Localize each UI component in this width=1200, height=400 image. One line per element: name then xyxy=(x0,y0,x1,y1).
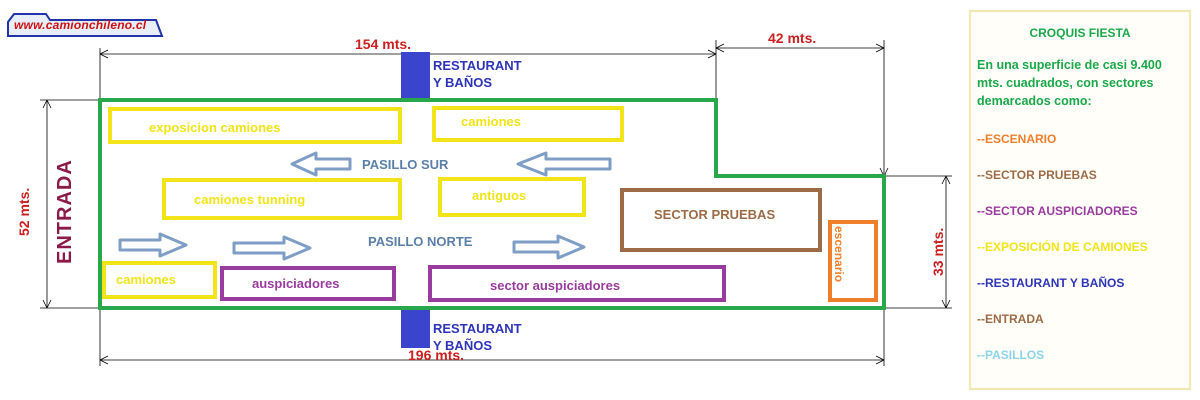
legend-item: --RESTAURANT Y BAÑOS xyxy=(977,276,1125,290)
legend-panel: CROQUIS FIESTA En una superficie de casi… xyxy=(969,10,1191,390)
area-escenario xyxy=(828,220,878,302)
arrow-right-icon xyxy=(232,235,312,261)
panel-title: CROQUIS FIESTA xyxy=(1029,26,1131,40)
restaurant-label-bottom: RESTAURANT Y BAÑOS xyxy=(433,320,522,354)
label-camiones-bottom: camiones xyxy=(116,272,176,287)
restaurant-block-top xyxy=(401,52,430,100)
restaurant-line2: Y BAÑOS xyxy=(433,338,492,353)
restaurant-label-top: RESTAURANT Y BAÑOS xyxy=(433,57,522,91)
label-camiones-tunning: camiones tunning xyxy=(194,192,306,207)
entrance-label: ENTRADA xyxy=(54,159,76,264)
site-logo xyxy=(6,10,166,38)
panel-description: En una superficie de casi 9.400 mts. cua… xyxy=(977,58,1162,108)
area-camiones-tunning xyxy=(162,178,402,220)
label-auspiciadores: auspiciadores xyxy=(252,276,340,291)
legend-item: --EXPOSICIÓN DE CAMIONES xyxy=(977,240,1148,254)
legend-item: --ESCENARIO xyxy=(977,132,1057,146)
label-escenario: escenario xyxy=(832,226,846,283)
dimension-right-height: 33 mts. xyxy=(930,227,946,276)
area-exposicion-camiones xyxy=(108,107,402,144)
legend-item: --SECTOR AUSPICIADORES xyxy=(977,204,1138,218)
restaurant-line1: RESTAURANT xyxy=(433,321,522,336)
restaurant-line2: Y BAÑOS xyxy=(433,75,492,90)
logo-truck-icon xyxy=(7,13,164,37)
area-antiguos xyxy=(438,177,586,217)
dimension-bottom-length: 196 mts. xyxy=(408,347,465,363)
area-camiones-top xyxy=(432,106,624,142)
arrow-left-icon xyxy=(290,151,352,177)
area-camiones-bottom xyxy=(102,261,217,299)
legend-item: --ENTRADA xyxy=(977,312,1044,326)
area-auspiciadores xyxy=(220,266,396,301)
arrow-right-icon xyxy=(118,232,188,258)
logo-text: www.camionchileno.cl xyxy=(14,18,147,32)
legend-item: --PASILLOS xyxy=(977,348,1045,362)
label-antiguos: antiguos xyxy=(472,188,527,203)
arrow-left-icon xyxy=(516,151,612,177)
label-exposicion-camiones: exposicion camiones xyxy=(149,120,281,135)
label-sector-pruebas: SECTOR PRUEBAS xyxy=(654,207,776,222)
venue-perimeter xyxy=(98,98,886,310)
label-sector-auspiciadores: sector auspiciadores xyxy=(490,278,621,293)
legend-item: --SECTOR PRUEBAS xyxy=(977,168,1097,182)
dimension-lines xyxy=(40,40,952,366)
dimension-left-height: 52 mts. xyxy=(16,187,32,236)
aisle-south-label: PASILLO SUR xyxy=(362,157,449,172)
dimension-top-length: 154 mts. xyxy=(355,36,412,52)
arrow-right-icon xyxy=(512,234,586,260)
aisle-north-label: PASILLO NORTE xyxy=(368,234,473,249)
label-camiones-top: camiones xyxy=(461,114,521,129)
area-sector-pruebas xyxy=(620,188,822,252)
area-sector-auspiciadores xyxy=(428,265,726,302)
restaurant-line1: RESTAURANT xyxy=(433,58,522,73)
dimension-top-right: 42 mts. xyxy=(768,30,817,46)
restaurant-block-bottom xyxy=(401,308,430,348)
